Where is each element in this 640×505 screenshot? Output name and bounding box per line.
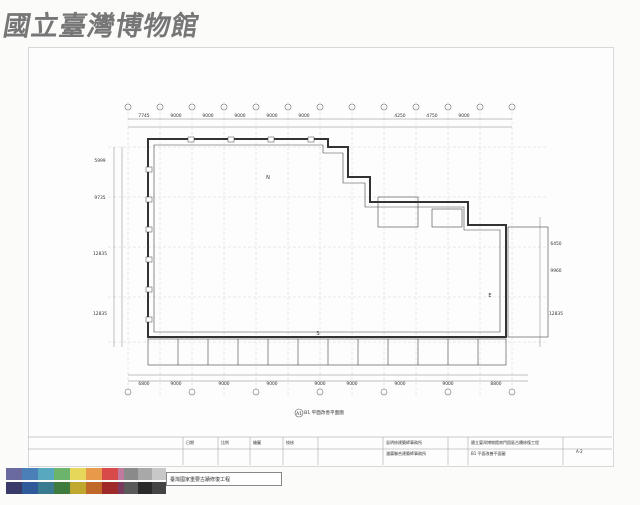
scale-tag: A1 — [296, 411, 302, 417]
firm-1: 吳明修建築師事務所 — [386, 439, 422, 445]
bottom-dim: 9000 — [218, 381, 229, 387]
right-dim: 6450 — [550, 241, 561, 247]
bottom-dim: 9000 — [346, 381, 357, 387]
date-label: 日期 — [186, 439, 194, 445]
left-dim: 9735 — [94, 195, 105, 201]
swatch — [6, 468, 22, 480]
museum-watermark: 國立臺灣博物館 — [0, 11, 203, 42]
top-dim: 9000 — [458, 113, 469, 119]
right-dim: 12835 — [549, 311, 563, 317]
room-label: S — [316, 331, 319, 337]
bottom-dim: 9000 — [170, 381, 181, 387]
color-calibration-strip — [6, 468, 236, 496]
swatch — [86, 482, 102, 494]
scale-label: 比例 — [221, 439, 229, 445]
bottom-dim: 8800 — [490, 381, 501, 387]
swatch — [22, 482, 38, 494]
gray-swatch — [138, 468, 152, 480]
right-dim: 9960 — [550, 268, 561, 274]
gray-swatch — [152, 482, 166, 494]
swatch — [70, 482, 86, 494]
project-name: 國立臺灣博物館南門園區古蹟修復工程 — [471, 439, 539, 445]
bottom-dim: 9000 — [394, 381, 405, 387]
plan-caption: B1 平面改善平面圖 — [304, 409, 344, 416]
swatch — [102, 482, 118, 494]
top-dim: 9000 — [266, 113, 277, 119]
drawing-sheet — [28, 47, 614, 467]
archive-label-bar: 臺灣國家重要古蹟修復工程 — [166, 472, 282, 486]
left-dim: 5999 — [94, 158, 105, 164]
room-label: E — [488, 293, 491, 299]
top-dim: 4750 — [426, 113, 437, 119]
bottom-dim: 6800 — [138, 381, 149, 387]
room-label: N — [266, 175, 270, 181]
floor-plan: 7745 9000 9000 9000 9000 9000 4250 4750 … — [28, 102, 612, 465]
swatch — [54, 468, 70, 480]
top-dim: 9000 — [170, 113, 181, 119]
top-dim: 9000 — [298, 113, 309, 119]
top-dim: 9000 — [202, 113, 213, 119]
top-dim: 4250 — [394, 113, 405, 119]
archive-label: 臺灣國家重要古蹟修復工程 — [170, 477, 231, 483]
gray-swatch — [124, 482, 138, 494]
top-dim: 9000 — [234, 113, 245, 119]
top-dim: 7745 — [138, 113, 149, 119]
bottom-dim: 9000 — [314, 381, 325, 387]
swatch — [54, 482, 70, 494]
bottom-dim: 9000 — [442, 381, 453, 387]
swatch — [38, 482, 54, 494]
swatch — [102, 468, 118, 480]
gray-swatch — [124, 468, 138, 480]
sheet-title: B1 平面改善平面圖 — [471, 450, 506, 456]
sheet-number: A-2 — [576, 449, 583, 454]
swatch — [6, 482, 22, 494]
drawn-label: 繪圖 — [253, 439, 261, 445]
firm-2: 潘冀聯合建築師事務所 — [386, 450, 426, 456]
swatch — [22, 468, 38, 480]
swatch — [70, 468, 86, 480]
gray-swatch — [152, 468, 166, 480]
left-dim: 12835 — [93, 251, 107, 257]
bottom-dim: 9000 — [266, 381, 277, 387]
left-dim: 12835 — [93, 311, 107, 317]
swatch — [86, 468, 102, 480]
gray-swatch — [138, 482, 152, 494]
swatch — [38, 468, 54, 480]
checked-label: 校核 — [286, 439, 294, 445]
